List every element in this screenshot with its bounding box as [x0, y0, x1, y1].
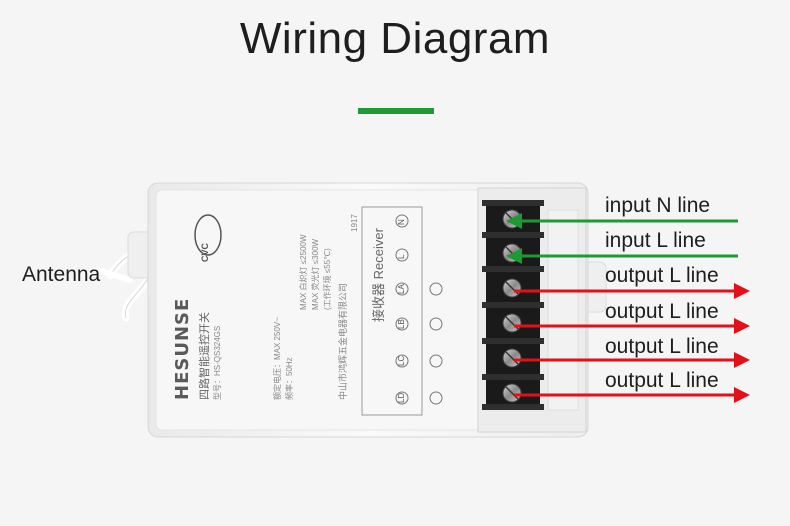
output-arrow-1	[514, 283, 750, 299]
port-label-l: L	[397, 254, 406, 259]
device-spec-freq: 频率：50Hz	[285, 357, 294, 400]
device-spec-load-1: MAX 白炽灯 ≤2500W	[299, 234, 308, 310]
line-label-output-2: output L line	[605, 300, 719, 323]
device-model-text: 四路智能遥控开关	[199, 312, 211, 400]
port-circles	[395, 214, 443, 405]
device-spec-load-2: MAX 荧光灯 ≤300W	[311, 238, 320, 310]
device-spec-env: (工作环境 ≤55℃)	[323, 248, 332, 310]
line-label-output-3: output L line	[605, 335, 719, 358]
cvc-mark: CVC	[200, 242, 210, 262]
antenna-label: Antenna	[22, 263, 101, 286]
line-label-input-n: input N line	[605, 194, 711, 217]
receiver-label: 接收器 Receiver	[371, 228, 386, 322]
line-label-output-1: output L line	[605, 264, 719, 287]
device-spec-power: 额定电压：MAX 250V~	[273, 317, 282, 400]
title-underline	[358, 108, 434, 114]
device-manufacturer: 中山市鸿辉五金电器有限公司	[338, 282, 348, 400]
cvc-badge	[194, 214, 222, 256]
port-label-lb: LB	[397, 319, 406, 329]
output-arrow-3	[514, 352, 750, 368]
device-brand: HESUNSE	[172, 297, 193, 400]
port-label-n: N	[397, 219, 406, 225]
receiver-panel	[361, 206, 423, 416]
port-label-la: LA	[397, 284, 406, 294]
terminal-ribs	[482, 200, 544, 410]
input-n-arrow	[506, 213, 738, 229]
page-title: Wiring Diagram	[239, 14, 551, 63]
line-label-input-l: input L line	[605, 229, 706, 252]
line-label-output-4: output L line	[605, 369, 719, 392]
input-l-arrow	[506, 248, 738, 264]
device-model-number: 型号：HS-QS324GS	[213, 325, 222, 400]
device-code: 1917	[350, 214, 359, 232]
port-label-lc: LC	[397, 355, 406, 366]
output-arrow-2	[514, 318, 750, 334]
port-label-ld: LD	[397, 392, 406, 403]
output-arrow-4	[514, 387, 750, 403]
